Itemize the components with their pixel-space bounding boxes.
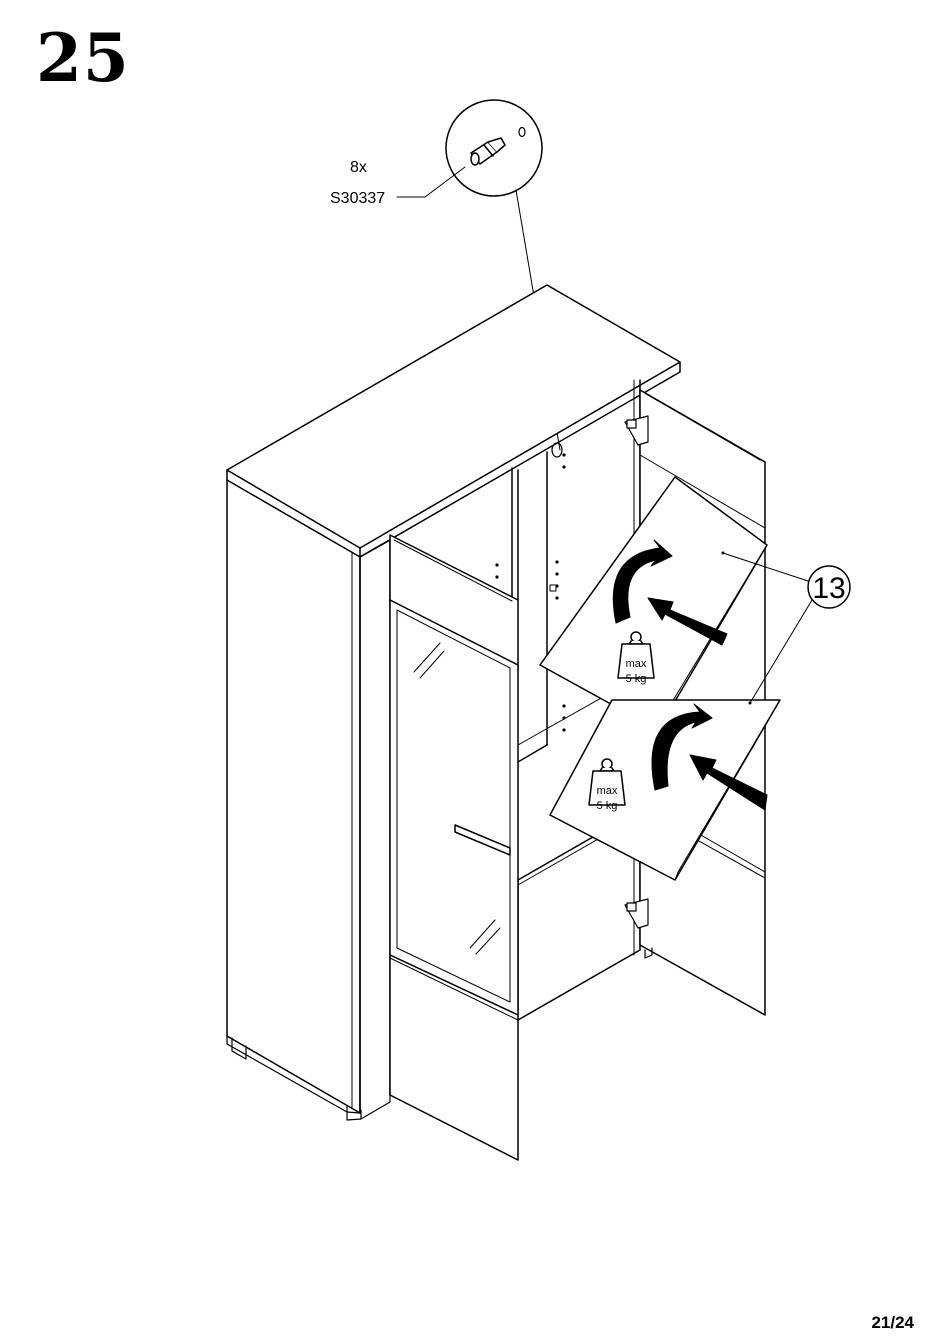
left-glass-door (390, 535, 518, 1160)
hardware-part-code: S30337 (330, 190, 385, 207)
shelf-support-peg-icon (471, 138, 505, 165)
page-number: 21/24 (871, 1313, 914, 1333)
part-number: 13 (812, 572, 845, 605)
hinge-bottom (625, 899, 648, 928)
weight-label-value-upper: 5 kg (626, 673, 647, 685)
hinge-top (625, 416, 648, 445)
weight-label-max-lower: max (597, 785, 618, 797)
weight-label-value-lower: 5 kg (597, 800, 618, 812)
weight-label-max-upper: max (626, 658, 647, 670)
hardware-quantity: 8x (350, 159, 367, 176)
